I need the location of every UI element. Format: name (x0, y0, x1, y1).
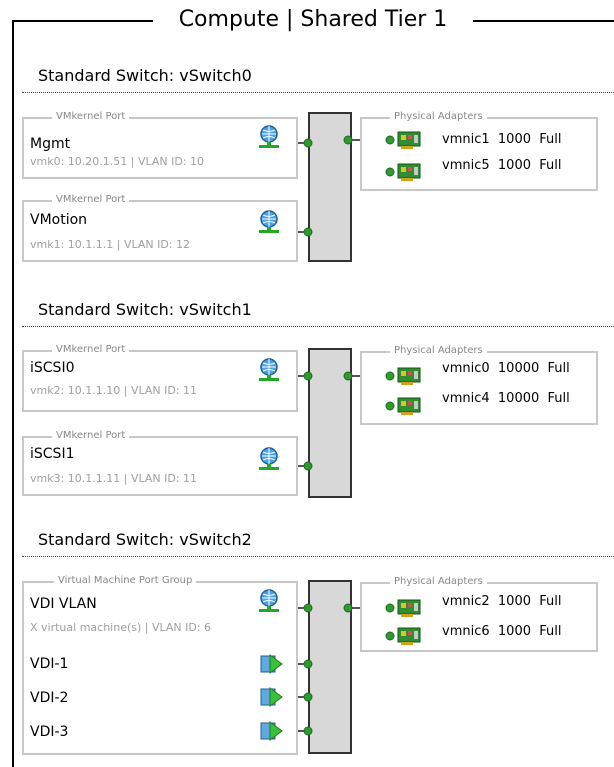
physical-nic-icon[interactable] (397, 163, 421, 181)
network-globe-icon[interactable] (258, 209, 280, 235)
network-globe-icon[interactable] (258, 446, 280, 472)
switch-heading: Standard Switch: vSwitch1 (38, 300, 252, 319)
box-legend: VMkernel Port (31, 110, 190, 124)
port-name: iSCSI0 (30, 360, 75, 376)
port-detail: vmk0: 10.20.1.51 | VLAN ID: 10 (30, 155, 205, 168)
port-detail: vmk3: 10.1.1.11 | VLAN ID: 11 (30, 472, 198, 485)
port-name: VMotion (30, 212, 88, 228)
switch-heading: Standard Switch: vSwitch0 (38, 66, 252, 85)
page-title: Compute | Shared Tier 1 (153, 5, 473, 35)
physical-adapters-box[interactable]: Physical Adapters (360, 344, 598, 425)
section-divider (22, 556, 614, 557)
vm-name[interactable]: VDI-3 (30, 724, 69, 740)
box-legend: VMkernel Port (31, 193, 190, 207)
vmkernel-port-box[interactable]: VMkernel Port Mgmt vmk0: 10.20.1.51 | VL… (22, 110, 298, 179)
vm-port-group-box[interactable]: Virtual Machine Port Group VDI VLAN X vi… (22, 574, 298, 755)
switch-heading: Standard Switch: vSwitch2 (38, 530, 252, 549)
physical-adapters-box[interactable]: Physical Adapters (360, 110, 598, 191)
physical-nic-icon[interactable] (397, 367, 421, 385)
adapter-label: vmnic1 1000 Full (442, 132, 562, 147)
frame-top-left (12, 20, 157, 22)
port-detail: vmk1: 10.1.1.1 | VLAN ID: 12 (30, 238, 191, 251)
box-legend: Physical Adapters (370, 575, 547, 589)
adapter-label: vmnic6 1000 Full (442, 624, 562, 639)
physical-adapters-box[interactable]: Physical Adapters (360, 575, 598, 652)
network-globe-icon[interactable] (258, 357, 280, 383)
physical-nic-icon[interactable] (397, 131, 421, 149)
frame-left (12, 20, 14, 767)
port-group-detail: X virtual machine(s) | VLAN ID: 6 (30, 621, 212, 634)
box-legend: Physical Adapters (370, 344, 547, 358)
port-group-name: VDI VLAN (30, 596, 97, 612)
adapter-label: vmnic2 1000 Full (442, 594, 562, 609)
port-name: Mgmt (30, 136, 71, 152)
box-legend: VMkernel Port (31, 429, 190, 443)
box-legend: Virtual Machine Port Group (33, 574, 257, 588)
physical-nic-icon[interactable] (397, 599, 421, 617)
vmkernel-port-box[interactable]: VMkernel Port iSCSI1 vmk3: 10.1.1.11 | V… (22, 429, 298, 496)
port-detail: vmk2: 10.1.1.10 | VLAN ID: 11 (30, 384, 198, 397)
virtual-machine-icon[interactable] (260, 653, 284, 675)
virtual-machine-icon[interactable] (260, 720, 284, 742)
box-legend: VMkernel Port (31, 343, 190, 357)
section-divider (22, 92, 614, 93)
physical-nic-icon[interactable] (397, 397, 421, 415)
network-globe-icon[interactable] (258, 588, 280, 614)
network-globe-icon[interactable] (258, 124, 280, 150)
adapter-label: vmnic4 10000 Full (442, 391, 570, 406)
section-divider (22, 326, 614, 327)
adapter-label: vmnic0 10000 Full (442, 361, 570, 376)
virtual-switch-bar (308, 580, 352, 754)
physical-nic-icon[interactable] (397, 627, 421, 645)
vm-name[interactable]: VDI-1 (30, 656, 69, 672)
frame-top-right (470, 20, 614, 22)
adapter-label: vmnic5 1000 Full (442, 158, 562, 173)
vm-name[interactable]: VDI-2 (30, 690, 69, 706)
vmkernel-port-box[interactable]: VMkernel Port iSCSI0 vmk2: 10.1.1.10 | V… (22, 343, 298, 412)
virtual-machine-icon[interactable] (260, 686, 284, 708)
port-name: iSCSI1 (30, 446, 75, 462)
box-legend: Physical Adapters (370, 110, 547, 124)
vmkernel-port-box[interactable]: VMkernel Port VMotion vmk1: 10.1.1.1 | V… (22, 193, 298, 262)
